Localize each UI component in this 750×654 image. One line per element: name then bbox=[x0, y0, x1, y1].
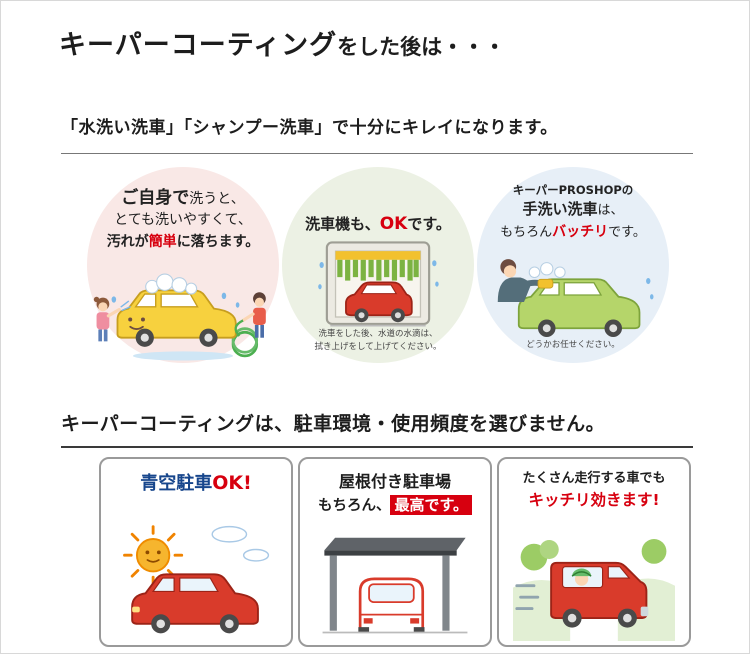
hand-wash-illustration bbox=[497, 258, 654, 337]
high-mileage-label: たくさん走行する車でも キッチリ効きます! bbox=[522, 471, 666, 509]
machine-wash-note: 洗車をした後、水道の水滴は、 拭き上げをして上げてください。 bbox=[314, 328, 442, 353]
section1-heading: 「水洗い洗車」「シャンプー洗車」で十分にキレイになります。 bbox=[61, 113, 693, 154]
wash-methods-row: ご自身で洗うと、 とても洗いやすくて、 汚れが簡単に落ちます。 bbox=[87, 167, 669, 363]
machine-wash-text: 洗車機も、OKです。 bbox=[282, 213, 474, 237]
section2-heading: キーパーコーティングは、駐車環境・使用頻度を選びません。 bbox=[61, 409, 693, 448]
roofed-parking-card: 屋根付き駐車場 もちろん、最高です。 bbox=[298, 457, 492, 647]
self-wash-illustration bbox=[93, 273, 266, 361]
section1-heading-text: 「水洗い洗車」「シャンプー洗車」で十分にキレイになります。 bbox=[61, 118, 558, 138]
highlight-text: 最高です。 bbox=[390, 495, 472, 516]
machine-wash-line: 洗車機も、OKです。 bbox=[305, 214, 451, 234]
self-wash-line3: 汚れが簡単に落ちます。 bbox=[106, 234, 260, 251]
hand-wash-line2: もちろんバッチリです。 bbox=[500, 224, 646, 241]
section2-heading-text: キーパーコーティングは、駐車環境・使用頻度を選びません。 bbox=[61, 413, 606, 435]
machine-wash-circle: 洗車機も、OKです。 洗車をした後、水道の水滴は、 bbox=[282, 167, 474, 363]
car-wash-machine-illustration bbox=[318, 241, 439, 327]
driving-car-illustration bbox=[513, 539, 675, 641]
self-wash-circle: ご自身で洗うと、 とても洗いやすくて、 汚れが簡単に落ちます。 bbox=[87, 167, 279, 363]
self-wash-line2: とても洗いやすくて、 bbox=[114, 211, 252, 228]
page-title-suffix: をした後は・・・ bbox=[337, 35, 506, 59]
carport-illustration bbox=[322, 537, 468, 633]
parking-conditions-row: 青空駐車OK! bbox=[99, 457, 691, 647]
page-title-main: キーパーコーティング bbox=[59, 30, 338, 61]
roofed-parking-label: 屋根付き駐車場 もちろん、最高です。 bbox=[300, 470, 490, 517]
self-wash-line1: ご自身で洗うと、 bbox=[121, 188, 245, 208]
open-air-parking-label: 青空駐車OK! bbox=[140, 472, 252, 494]
hand-wash-note: どうかお任せください。 bbox=[526, 340, 620, 351]
high-mileage-card: たくさん走行する車でも キッチリ効きます! bbox=[497, 457, 691, 647]
sun-car-illustration bbox=[123, 525, 270, 634]
hand-wash-line1: 手洗い洗車は、 bbox=[522, 200, 624, 219]
hand-wash-line0: キーパーPROSHOPの bbox=[512, 183, 634, 197]
hand-wash-circle: キーパーPROSHOPの 手洗い洗車は、 もちろんバッチリです。 bbox=[477, 167, 669, 363]
self-wash-text: ご自身で洗うと、 とても洗いやすくて、 汚れが簡単に落ちます。 bbox=[87, 187, 279, 253]
page-title: キーパーコーティングをした後は・・・ bbox=[59, 23, 505, 62]
open-air-parking-card: 青空駐車OK! bbox=[99, 457, 293, 647]
hand-wash-text: キーパーPROSHOPの 手洗い洗車は、 もちろんバッチリです。 bbox=[477, 182, 669, 243]
